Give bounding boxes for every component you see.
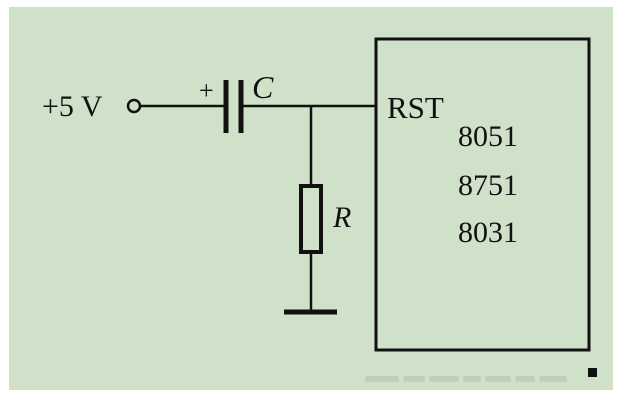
watermark — [365, 372, 605, 386]
capacitor-polarity-label: + — [199, 76, 214, 105]
capacitor-label: C — [252, 69, 274, 105]
corner-mark — [588, 368, 597, 377]
microcontroller-chip-box — [374, 37, 591, 352]
chip-model-8031: 8031 — [458, 216, 518, 249]
resistor-body — [299, 184, 323, 254]
resistor-label: R — [332, 201, 351, 234]
chip-model-8051: 8051 — [458, 120, 518, 153]
supply-label: +5 V — [42, 90, 103, 123]
diagram-background — [9, 7, 613, 390]
rst-pin-label: RST — [387, 90, 444, 125]
supply-terminal — [126, 98, 142, 114]
chip-model-8751: 8751 — [458, 169, 518, 202]
